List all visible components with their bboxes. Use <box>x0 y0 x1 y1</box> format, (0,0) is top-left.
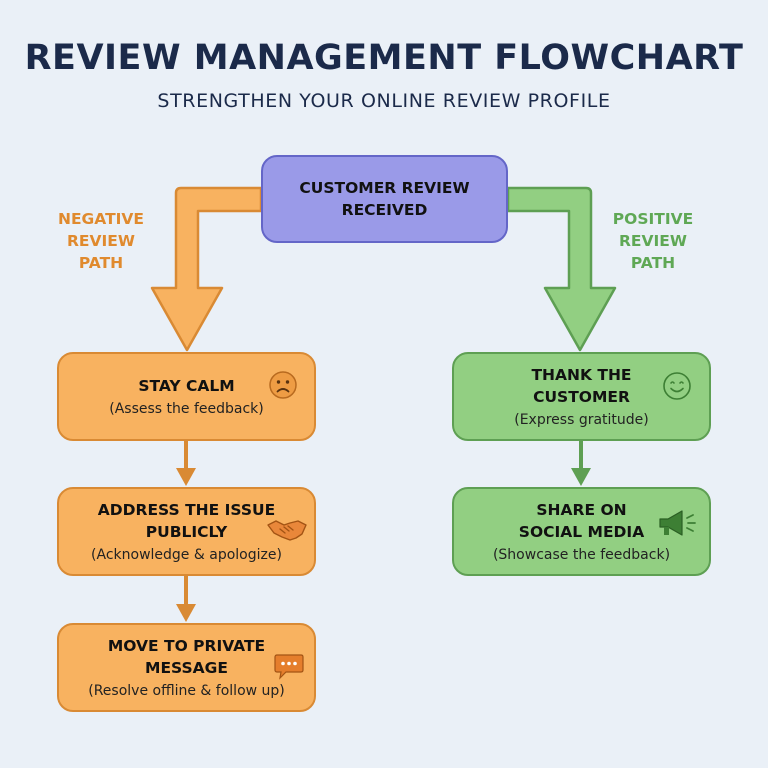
negative-step-3-subtitle: (Resolve offline & follow up) <box>88 682 285 699</box>
positive-path-label: POSITIVE REVIEW PATH <box>612 210 694 272</box>
negative-step-2: ADDRESS THE ISSUE PUBLICLY (Acknowledge … <box>57 487 316 576</box>
page-title: REVIEW MANAGEMENT FLOWCHART <box>24 38 744 78</box>
start-node-label: CUSTOMER REVIEW RECEIVED <box>299 179 470 219</box>
negative-path-arrow <box>150 186 263 352</box>
connector-neg-1 <box>176 441 196 486</box>
negative-step-1: STAY CALM (Assess the feedback) <box>57 352 316 441</box>
negative-path-label: NEGATIVE REVIEW PATH <box>58 210 144 272</box>
connector-neg-2 <box>176 576 196 622</box>
sad-face-icon <box>269 371 297 399</box>
negative-step-3: MOVE TO PRIVATE MESSAGE (Resolve offline… <box>57 623 316 712</box>
chat-bubble-icon <box>274 654 304 680</box>
negative-step-2-subtitle: (Acknowledge & apologize) <box>91 546 282 563</box>
connector-pos-1 <box>571 441 591 486</box>
negative-step-2-title: ADDRESS THE ISSUE PUBLICLY <box>97 500 276 541</box>
negative-step-1-subtitle: (Assess the feedback) <box>109 400 264 417</box>
negative-step-3-title: MOVE TO PRIVATE MESSAGE <box>107 636 266 677</box>
negative-step-1-title: STAY CALM <box>138 376 235 395</box>
positive-path-arrow <box>506 186 617 352</box>
megaphone-icon <box>659 510 696 536</box>
handshake-icon <box>267 520 307 541</box>
positive-step-1: THANK THE CUSTOMER (Express gratitude) <box>452 352 711 441</box>
positive-step-1-title: THANK THE CUSTOMER <box>531 365 632 406</box>
positive-step-1-subtitle: (Express gratitude) <box>514 411 649 428</box>
smiley-face-icon <box>663 372 691 400</box>
start-node: CUSTOMER REVIEW RECEIVED <box>261 155 508 243</box>
page-subtitle: STRENGTHEN YOUR ONLINE REVIEW PROFILE <box>157 90 611 112</box>
positive-step-2-title: SHARE ON SOCIAL MEDIA <box>518 500 645 541</box>
positive-step-2-subtitle: (Showcase the feedback) <box>492 546 671 563</box>
